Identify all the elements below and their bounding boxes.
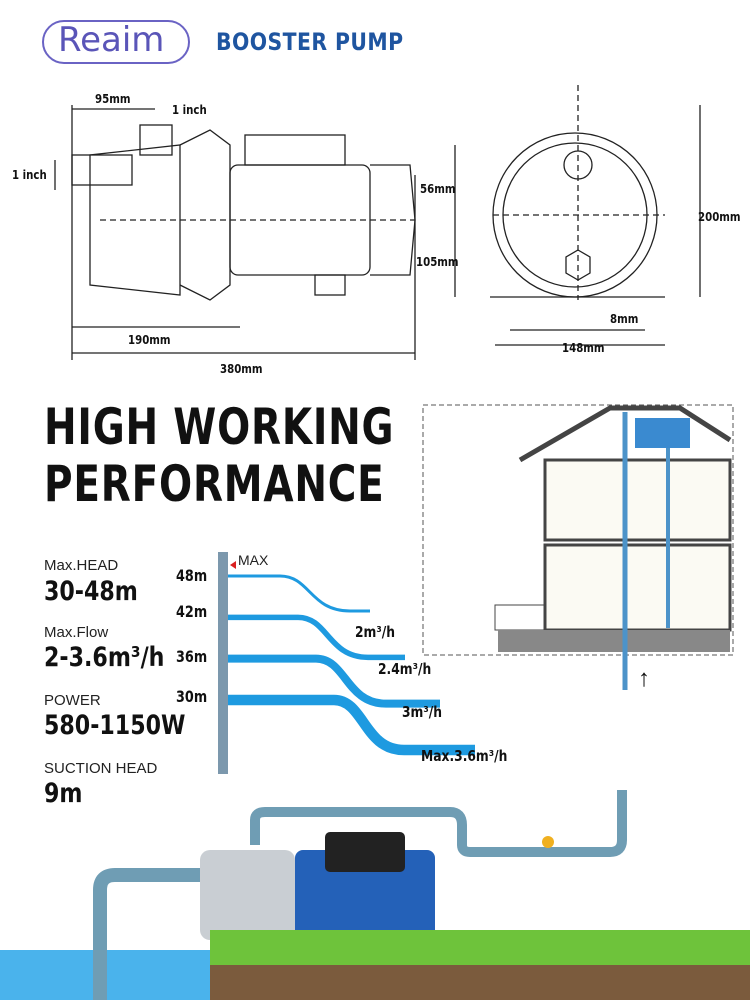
curve-1	[228, 614, 405, 661]
pump-terminal-box	[325, 832, 405, 872]
dim-95mm: 95mm	[95, 92, 131, 106]
spec-label-flow: Max.Flow	[44, 624, 109, 641]
foundation	[498, 630, 730, 652]
flow-label-3: 3m³/h	[402, 703, 443, 721]
page-title: BOOSTER PUMP	[216, 28, 404, 56]
tick-30m: 30m	[176, 687, 208, 706]
dim-inlet-inch: 1 inch	[12, 168, 47, 182]
dim-148mm: 148mm	[562, 341, 605, 355]
tick-42m: 42m	[176, 602, 208, 621]
dim-8mm: 8mm	[610, 312, 639, 326]
water-tank	[635, 418, 690, 448]
technical-drawing	[54, 85, 701, 360]
soil	[210, 965, 750, 1000]
curve-0	[228, 574, 370, 613]
tick-48m: 48m	[176, 566, 208, 585]
discharge-pipe	[250, 790, 627, 857]
max-marker-icon	[230, 561, 236, 569]
pump-foot	[314, 274, 346, 296]
roof	[518, 405, 732, 463]
dim-190mm: 190mm	[128, 333, 171, 347]
dim-56mm: 56mm	[420, 182, 456, 196]
dim-200mm: 200mm	[698, 210, 741, 224]
house-frame	[422, 404, 734, 656]
performance-chart	[218, 552, 475, 774]
headline-line1: HIGH WORKING	[44, 398, 395, 456]
brand-logo-frame	[42, 20, 190, 64]
flow-arrow-icon: ↑	[638, 665, 650, 690]
upper-floor	[543, 458, 732, 542]
suction-pipe	[93, 868, 200, 1000]
spec-value-suction: 9m	[44, 778, 83, 809]
dim-105mm: 105mm	[416, 255, 459, 269]
terminal-box	[244, 134, 346, 166]
spec-label-suction: SUCTION HEAD	[44, 760, 158, 777]
outlet-pipe	[139, 124, 173, 156]
max-label: MAX	[238, 552, 269, 568]
spec-label-power: POWER	[44, 692, 101, 709]
balcony	[494, 604, 546, 631]
inlet-pipe	[71, 154, 133, 186]
valve-icon	[542, 836, 554, 848]
dim-outlet-inch: 1 inch	[172, 103, 207, 117]
dim-380mm: 380mm	[220, 362, 263, 376]
spec-value-flow: 2-3.6m³/h	[44, 642, 165, 673]
curve-2	[228, 654, 440, 708]
headline-line2: PERFORMANCE	[44, 455, 385, 513]
lower-floor	[543, 543, 732, 632]
house-illustration: ↑	[422, 404, 734, 690]
installation-scene	[0, 790, 750, 1000]
spec-value-head: 30-48m	[44, 576, 138, 607]
grass	[210, 930, 750, 970]
flow-label-max: Max.3.6m³/h	[421, 747, 508, 765]
flow-label-2: 2m³/h	[355, 623, 396, 641]
brand-logo: Reaim	[58, 20, 165, 60]
spec-value-power: 580-1150W	[44, 710, 186, 741]
flow-label-2-4: 2.4m³/h	[378, 660, 432, 678]
pump-stainless-body	[200, 850, 295, 940]
tick-36m: 36m	[176, 647, 208, 666]
pump-motor	[295, 850, 435, 940]
chart-axis	[218, 552, 228, 774]
curve-3	[228, 694, 475, 756]
spec-label-head: Max.HEAD	[44, 557, 119, 574]
pump-housing	[89, 144, 181, 296]
pump-volute	[179, 129, 231, 301]
